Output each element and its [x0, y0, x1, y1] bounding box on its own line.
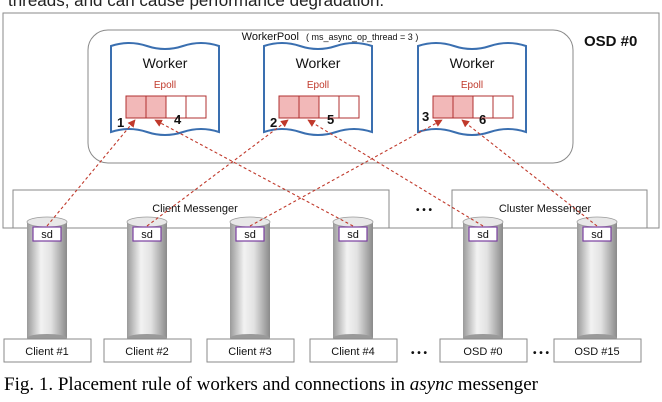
client-label-4: Client #4 [309, 338, 398, 363]
worker-2-num-right: 5 [327, 112, 334, 127]
client-label-6: OSD #15 [553, 338, 642, 363]
socket-sd-box [132, 226, 162, 242]
client-label-text: Client #2 [125, 346, 168, 358]
worker-1: Worker Epoll 1 4 [110, 42, 220, 136]
caption-emphasis: async [409, 374, 454, 395]
arrow-osd0-to-worker2 [307, 119, 484, 227]
client-label-text: Client #4 [331, 346, 374, 358]
worker-1-slot-1 [125, 95, 147, 119]
connection-2: sd [126, 216, 168, 342]
connection-arrows [46, 119, 598, 227]
connection-6: sd [576, 216, 618, 342]
socket-sd-box [32, 226, 62, 242]
worker-2-slot-2 [298, 95, 320, 119]
worker-2-slot-4 [338, 95, 360, 119]
worker-3-slot-4 [492, 95, 514, 119]
figure-caption-area: Fig. 1. Placement rule of workers and co… [0, 366, 662, 402]
worker-3-slot-2 [452, 95, 474, 119]
worker-1-num-right: 4 [174, 112, 182, 127]
client-label-text: OSD #0 [463, 346, 502, 358]
socket-sd-label: sd [477, 229, 489, 241]
figure-caption: Fig. 1. Placement rule of workers and co… [4, 374, 538, 396]
workerpool-label: WorkerPool [242, 31, 299, 43]
worker-1-title: Worker [143, 55, 188, 71]
osd-label: OSD #0 [584, 33, 637, 50]
client-messenger-box [12, 189, 390, 229]
worker-2-title: Worker [296, 55, 341, 71]
diagram: threads, and can cause performance degra… [2, 0, 660, 363]
bottom-ellipsis-1: • • • [411, 348, 428, 359]
worker-3: Worker Epoll 3 6 [417, 42, 527, 136]
socket-sd-label: sd [141, 229, 153, 241]
connection-5: sd [462, 216, 504, 342]
worker-3-slot-1 [432, 95, 454, 119]
arrow-client2-to-worker2 [146, 119, 289, 227]
caption-prefix: Fig. 1. Placement rule of workers and co… [4, 374, 410, 395]
worker-1-slot-4 [185, 95, 207, 119]
socket-sd-label: sd [41, 229, 53, 241]
socket-sd-box [338, 226, 368, 242]
client-messenger-label: Client Messenger [152, 203, 238, 215]
worker-3-epoll: Epoll [461, 80, 483, 91]
header-fragment: threads, and can cause performance degra… [8, 0, 384, 10]
worker-2: Worker Epoll 2 5 [263, 42, 373, 136]
worker-2-slot-1 [278, 95, 300, 119]
connection-3: sd [229, 216, 271, 342]
client-label-2: Client #2 [103, 338, 192, 363]
worker-1-epoll: Epoll [154, 80, 176, 91]
worker-1-num-left: 1 [117, 115, 124, 130]
arrow-client1-to-worker1 [46, 119, 136, 227]
arrow-client4-to-worker1 [154, 119, 354, 227]
client-label-5: OSD #0 [439, 338, 528, 363]
client-label-1: Client #1 [3, 338, 92, 363]
socket-sd-box [235, 226, 265, 242]
socket-sd-label: sd [347, 229, 359, 241]
bottom-ellipsis-2: • • • [533, 348, 550, 359]
client-label-text: OSD #15 [574, 346, 619, 358]
socket-sd-box [468, 226, 498, 242]
caption-suffix: messenger [453, 374, 538, 395]
messenger-ellipsis: • • • [416, 205, 433, 216]
workerpool-param: ( ms_async_op_thread = 3 ) [306, 32, 418, 42]
worker-3-title: Worker [450, 55, 495, 71]
connection-4: sd [332, 216, 374, 342]
worker-2-epoll: Epoll [307, 80, 329, 91]
cluster-messenger-label: Cluster Messenger [499, 203, 592, 215]
arrow-osd15-to-worker3 [461, 119, 598, 227]
client-label-text: Client #3 [228, 346, 271, 358]
client-label-text: Client #1 [25, 346, 68, 358]
arrow-client3-to-worker3 [249, 119, 443, 227]
socket-sd-box [582, 226, 612, 242]
socket-sd-label: sd [244, 229, 256, 241]
socket-sd-label: sd [591, 229, 603, 241]
worker-2-num-left: 2 [270, 115, 277, 130]
worker-1-slot-2 [145, 95, 167, 119]
worker-3-num-right: 6 [479, 112, 486, 127]
connection-1: sd [26, 216, 68, 342]
workerpool-title: WorkerPool ( ms_async_op_thread = 3 ) [242, 31, 419, 43]
client-label-3: Client #3 [206, 338, 295, 363]
worker-3-num-left: 3 [422, 109, 429, 124]
